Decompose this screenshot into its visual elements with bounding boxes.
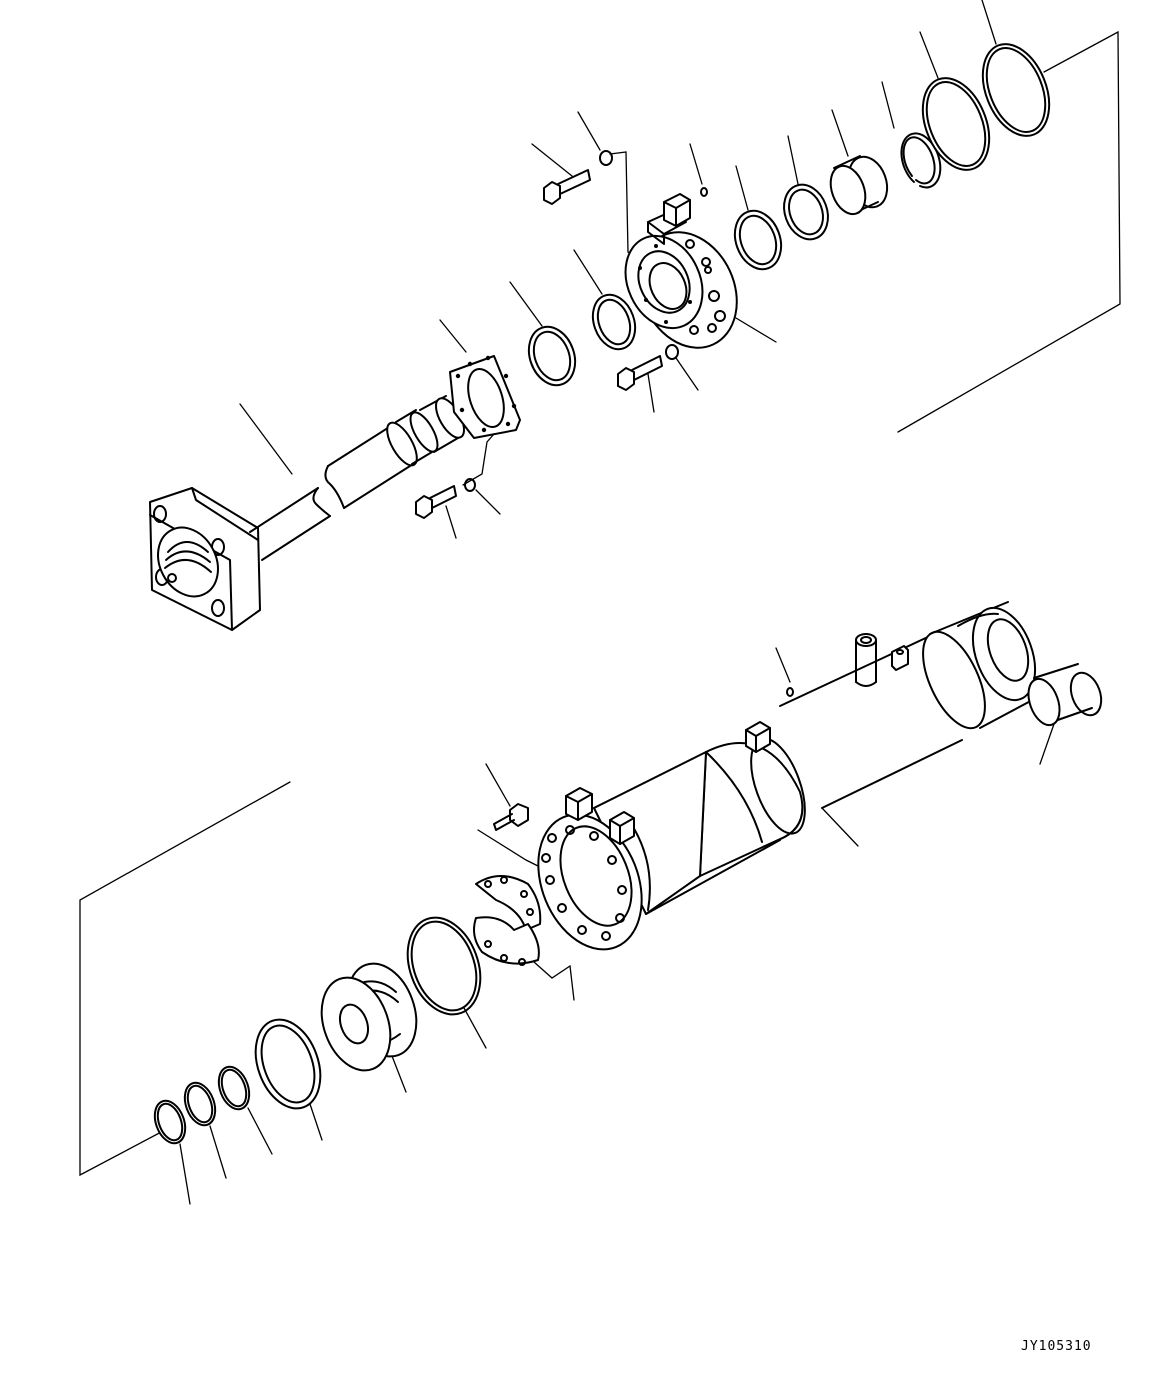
- o-ring-2: [179, 1079, 226, 1178]
- drawing-code: JY105310: [1021, 1339, 1092, 1354]
- bolt-lower-left: [416, 434, 500, 538]
- snap-ring: [882, 82, 940, 187]
- bushing-top: [824, 110, 893, 219]
- upper-group-bracket: [898, 32, 1120, 432]
- large-ring-2: [970, 0, 1062, 146]
- cylinder-barrel: [519, 599, 1046, 965]
- split-collar: [474, 876, 574, 1000]
- piston: [310, 954, 429, 1092]
- cylinder-head: [611, 194, 776, 364]
- o-ring-3: [149, 1097, 190, 1204]
- wear-ring-lower: [395, 907, 493, 1048]
- bolt-lower-group: [478, 764, 538, 866]
- seal-ring-4: [777, 136, 836, 245]
- o-ring-1: [213, 1063, 272, 1154]
- piston-rod: [146, 394, 469, 630]
- grease-nipple-top: [690, 144, 707, 196]
- piston-seal: [244, 1011, 332, 1140]
- seal-ring-2: [574, 250, 642, 355]
- seal-ring-3: [727, 166, 789, 276]
- large-ring-1: [910, 32, 1002, 180]
- bushing-bottom: [1023, 664, 1107, 764]
- seal-ring-1: [510, 282, 583, 392]
- bolt-head-lower: [618, 345, 698, 412]
- bolt-top: [532, 112, 640, 260]
- lower-group-bracket: [80, 782, 290, 1175]
- gasket-plate: [440, 320, 520, 438]
